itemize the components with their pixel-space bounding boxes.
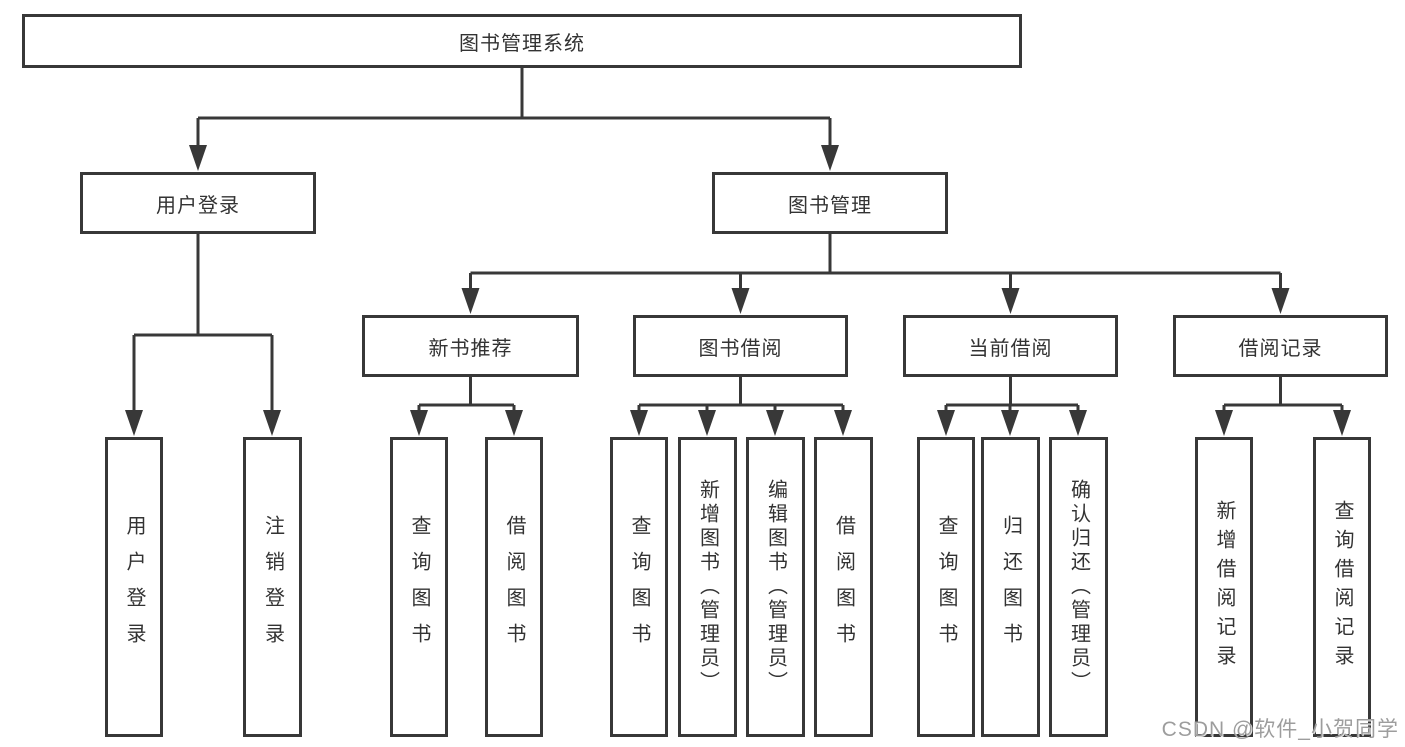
leaf-query-borrow-record: 查询借阅记录 [1313, 437, 1371, 737]
leaf-borrow-books-recommend: 借阅图书 [485, 437, 543, 737]
leaf-borrow-books-label: 借阅图书 [832, 515, 855, 659]
leaf-add-borrow-record: 新增借阅记录 [1195, 437, 1253, 737]
leaf-user-login: 用户登录 [105, 437, 163, 737]
leaf-edit-books-admin-label: 编辑图书（管理员） [764, 479, 787, 695]
leaf-query-books-borrow: 查询图书 [610, 437, 668, 737]
node-root: 图书管理系统 [22, 14, 1022, 68]
leaf-query-books-recommend-label: 查询图书 [408, 515, 430, 659]
leaf-add-books-admin: 新增图书（管理员） [678, 437, 737, 737]
branch-book-management: 图书管理 [712, 172, 948, 234]
leaf-confirm-return-admin: 确认归还（管理员） [1049, 437, 1108, 737]
leaf-query-books-recommend: 查询图书 [390, 437, 448, 737]
group-current-borrow: 当前借阅 [903, 315, 1118, 377]
group-book-borrow: 图书借阅 [633, 315, 848, 377]
group-new-book-recommend: 新书推荐 [362, 315, 579, 377]
leaf-confirm-return-admin-label: 确认归还（管理员） [1067, 479, 1090, 695]
leaf-query-books-current: 查询图书 [917, 437, 975, 737]
leaf-user-login-label: 用户登录 [123, 515, 145, 659]
leaf-logout: 注销登录 [243, 437, 302, 737]
leaf-query-borrow-record-label: 查询借阅记录 [1331, 500, 1353, 674]
leaf-edit-books-admin: 编辑图书（管理员） [746, 437, 805, 737]
leaf-query-books-borrow-label: 查询图书 [628, 515, 650, 659]
leaf-add-borrow-record-label: 新增借阅记录 [1213, 500, 1235, 674]
leaf-logout-label: 注销登录 [261, 515, 284, 659]
leaf-return-books: 归还图书 [981, 437, 1040, 737]
leaf-borrow-books: 借阅图书 [814, 437, 873, 737]
group-borrow-records: 借阅记录 [1173, 315, 1388, 377]
leaf-return-books-label: 归还图书 [999, 515, 1022, 659]
leaf-query-books-current-label: 查询图书 [935, 515, 957, 659]
branch-user-login: 用户登录 [80, 172, 316, 234]
watermark: CSDN @软件_小贺同学 [1161, 718, 1399, 741]
leaf-add-books-admin-label: 新增图书（管理员） [696, 479, 719, 695]
leaf-borrow-books-recommend-label: 借阅图书 [503, 515, 525, 659]
